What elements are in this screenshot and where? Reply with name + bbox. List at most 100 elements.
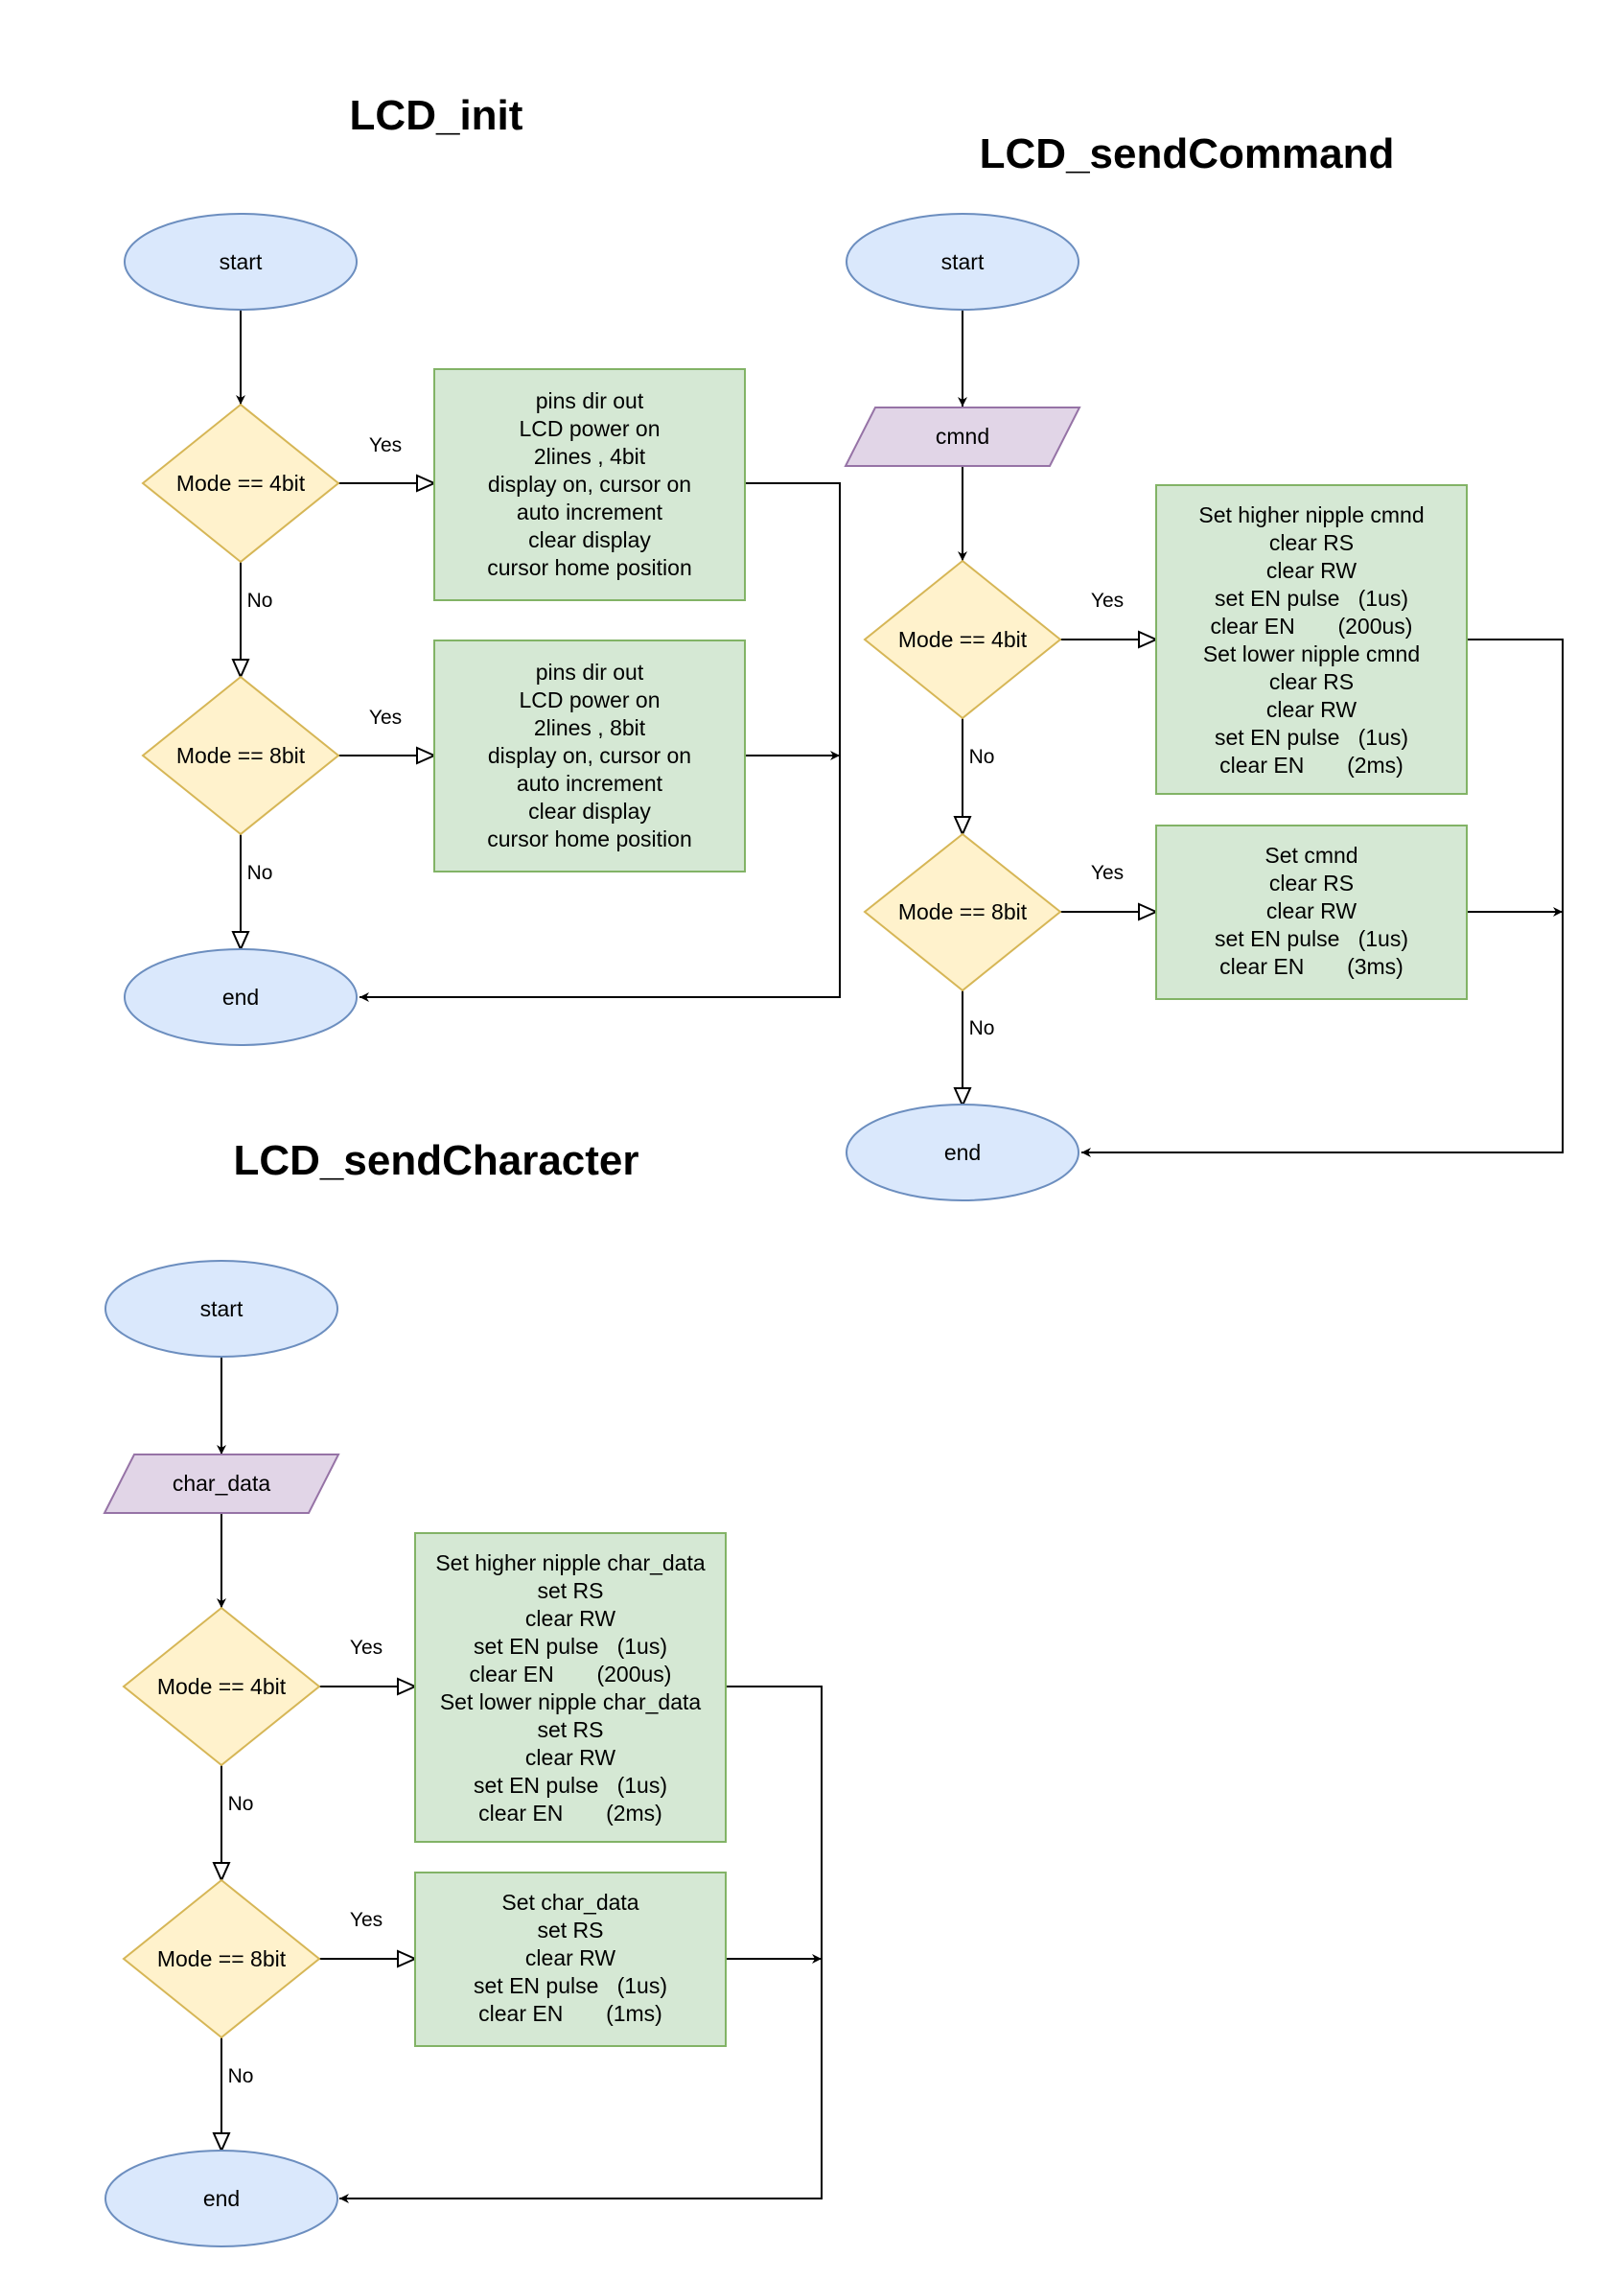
end-terminal: end xyxy=(124,948,358,1046)
process-step-line: clear RW xyxy=(525,1745,615,1770)
process-step-line: clear RS xyxy=(1269,669,1354,694)
process-step-line: clear EN (2ms) xyxy=(478,1801,662,1826)
edge-label-yes: Yes xyxy=(350,1637,383,1659)
edge-label-no: No xyxy=(228,1793,254,1815)
process-step-line: Set cmnd xyxy=(1264,843,1357,868)
process-step-line: Set char_data xyxy=(501,1890,638,1915)
process-step-line: Set lower nipple cmnd xyxy=(1203,641,1420,666)
process-step-line: set EN pulse (1us) xyxy=(1215,586,1408,611)
process-step-line: set EN pulse (1us) xyxy=(474,1634,667,1659)
process-step-line: set RS xyxy=(537,1717,603,1742)
svg-text:Mode == 4bit: Mode == 4bit xyxy=(176,471,306,496)
process-step-line: cursor home position xyxy=(487,826,692,851)
svg-text:start: start xyxy=(200,1296,244,1321)
process-step-line: clear EN (200us) xyxy=(470,1662,672,1687)
process-step-line: cursor home position xyxy=(487,555,692,580)
process-step-line: clear RW xyxy=(1266,558,1357,583)
decision-mode-8bit: Mode == 8bit xyxy=(122,1878,321,2039)
edge-label-no: No xyxy=(969,1017,995,1039)
process-step-line: pins dir out xyxy=(536,660,644,685)
process-step-line: LCD power on xyxy=(519,416,660,441)
process-step-line: clear RW xyxy=(1266,898,1357,923)
svg-text:Mode == 4bit: Mode == 4bit xyxy=(157,1674,287,1699)
process-step-line: Set higher nipple char_data xyxy=(435,1550,706,1575)
decision-mode-4bit: Mode == 4bit xyxy=(141,403,340,564)
edge-label-no: No xyxy=(969,746,995,768)
start-terminal: start xyxy=(124,213,358,311)
svg-text:end: end xyxy=(222,985,259,1010)
process-step-line: clear EN (200us) xyxy=(1211,614,1413,639)
svg-text:Mode == 8bit: Mode == 8bit xyxy=(898,899,1028,924)
title-lcd-send-command: LCD_sendCommand xyxy=(980,130,1395,177)
end-terminal: end xyxy=(104,2150,338,2247)
edge-label-yes: Yes xyxy=(369,434,402,456)
title-lcd-init: LCD_init xyxy=(350,92,523,139)
process-step-line: clear EN (1ms) xyxy=(478,2001,662,2026)
svg-text:Mode == 8bit: Mode == 8bit xyxy=(157,1946,287,1971)
edge-label-yes: Yes xyxy=(1091,590,1124,612)
process-step-line: pins dir out xyxy=(536,388,644,413)
process-step-line: auto increment xyxy=(517,500,663,524)
svg-text:end: end xyxy=(203,2186,240,2211)
process-step-line: LCD power on xyxy=(519,687,660,712)
process-step-line: set EN pulse (1us) xyxy=(1215,926,1408,951)
edge-label-no: No xyxy=(247,862,273,884)
edge-label-yes: Yes xyxy=(350,1909,383,1931)
process-step-line: Set higher nipple cmnd xyxy=(1198,502,1424,527)
edge-label-yes: Yes xyxy=(369,707,402,729)
process-step-line: clear RW xyxy=(525,1945,615,1970)
process-step-line: 2lines , 8bit xyxy=(534,715,646,740)
svg-text:Mode == 4bit: Mode == 4bit xyxy=(898,627,1028,652)
process-step-line: clear RS xyxy=(1269,871,1354,896)
flow-lcd-send-command: Yes Yes No No start cmnd Mode == 4bit Mo… xyxy=(844,213,1564,1201)
process-step-line: Set lower nipple char_data xyxy=(440,1689,702,1714)
process-step-line: 2lines , 4bit xyxy=(534,444,646,469)
process-step-line: clear EN (3ms) xyxy=(1219,954,1404,979)
svg-text:end: end xyxy=(944,1140,981,1165)
process-step-line: set EN pulse (1us) xyxy=(474,1773,667,1798)
process-step-line: set EN pulse (1us) xyxy=(1215,725,1408,750)
input-char-data: char_data xyxy=(103,1454,340,1514)
edge-label-yes: Yes xyxy=(1091,862,1124,884)
process-step-line: auto increment xyxy=(517,771,663,796)
svg-text:cmnd: cmnd xyxy=(936,424,989,449)
process-step-line: clear RS xyxy=(1269,530,1354,555)
input-cmnd: cmnd xyxy=(844,407,1081,467)
flow-lcd-init: Yes Yes No No start Mode == 4bit Mode ==… xyxy=(124,213,841,1046)
decision-mode-4bit: Mode == 4bit xyxy=(863,559,1062,720)
svg-text:start: start xyxy=(220,249,263,274)
edge-label-no: No xyxy=(247,590,273,612)
process-step-line: clear EN (2ms) xyxy=(1219,753,1404,778)
end-terminal: end xyxy=(846,1104,1079,1201)
decision-mode-8bit: Mode == 8bit xyxy=(141,675,340,836)
process-step-line: display on, cursor on xyxy=(488,472,691,497)
process-step-line: set EN pulse (1us) xyxy=(474,1973,667,1998)
svg-text:Mode == 8bit: Mode == 8bit xyxy=(176,743,306,768)
start-terminal: start xyxy=(104,1260,338,1358)
svg-text:start: start xyxy=(941,249,985,274)
process-step-line: clear display xyxy=(528,527,651,552)
process-step-line: clear display xyxy=(528,799,651,824)
process-step-line: set RS xyxy=(537,1578,603,1603)
process-step-line: clear RW xyxy=(525,1606,615,1631)
svg-text:char_data: char_data xyxy=(173,1471,271,1496)
process-step-line: display on, cursor on xyxy=(488,743,691,768)
start-terminal: start xyxy=(846,213,1079,311)
title-lcd-send-character: LCD_sendCharacter xyxy=(233,1137,638,1184)
decision-mode-4bit: Mode == 4bit xyxy=(122,1606,321,1767)
process-4bit-command: Set higher nipple cmnd clear RS clear RW se… xyxy=(1155,484,1468,795)
process-step-line: clear RW xyxy=(1266,697,1357,722)
flow-lcd-send-character: Yes Yes No No start char_data Mode == 4b… xyxy=(103,1260,823,2247)
